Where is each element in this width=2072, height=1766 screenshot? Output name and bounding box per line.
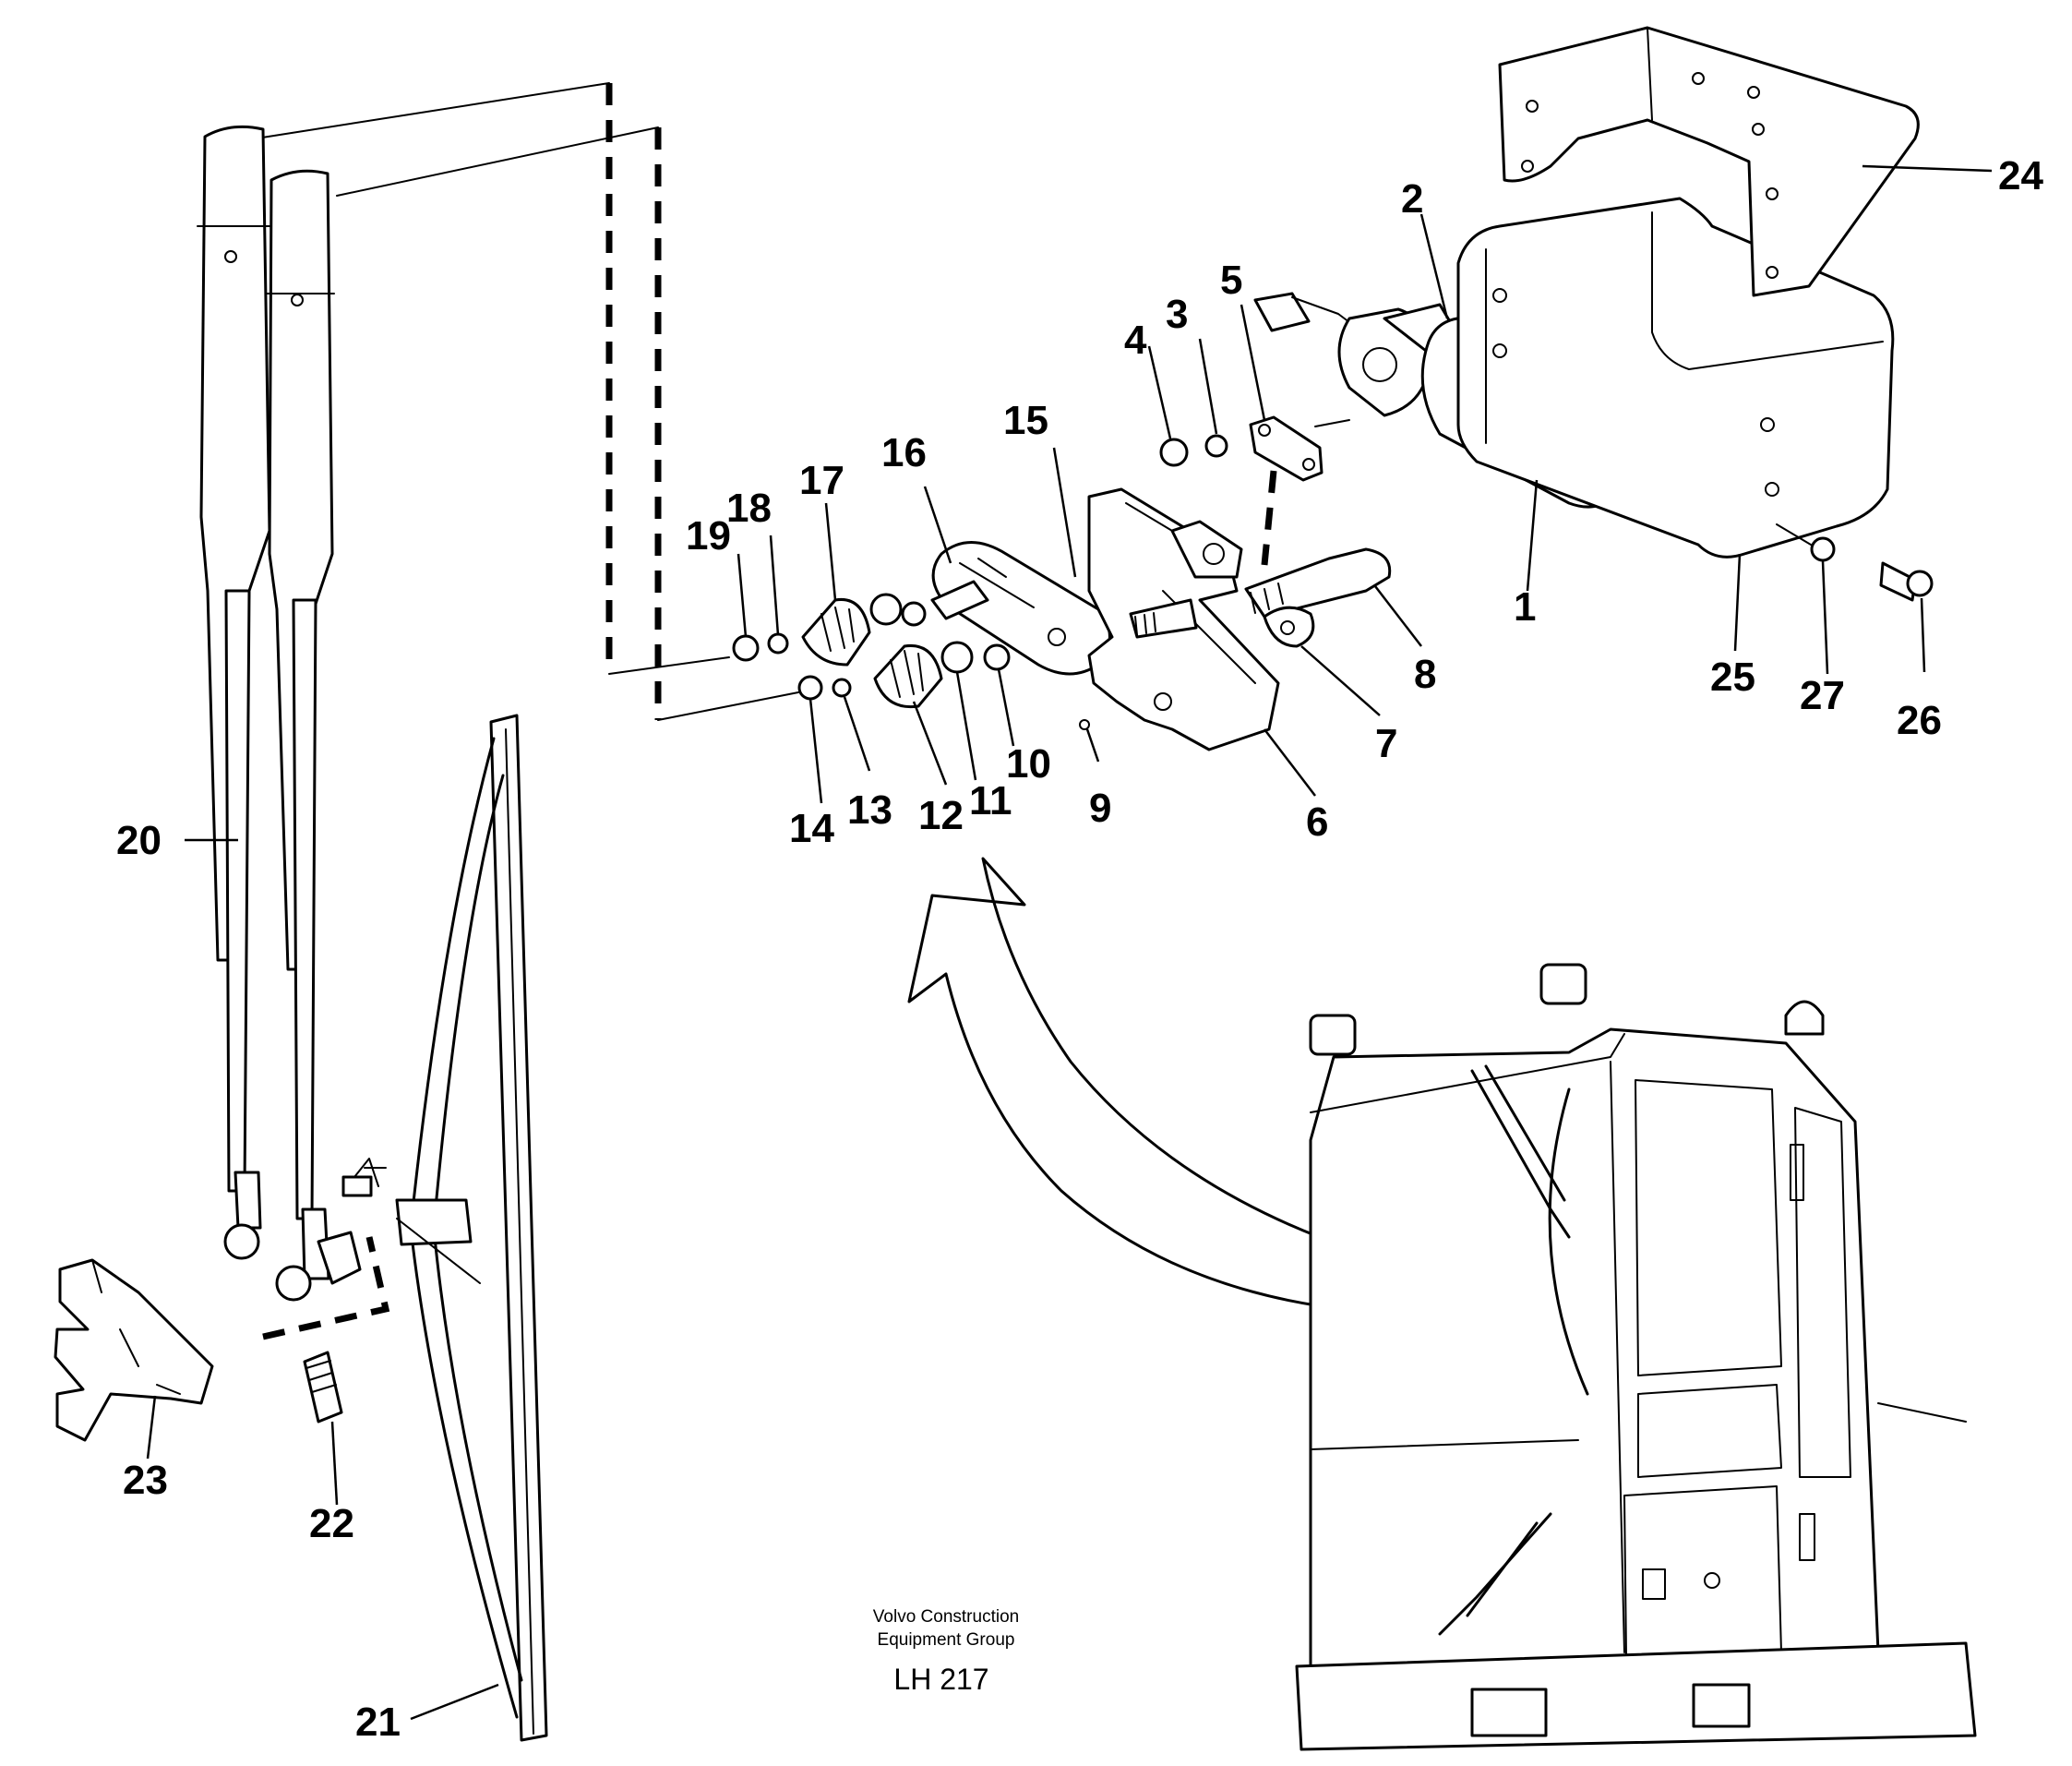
callout-1: 1	[1514, 584, 1536, 630]
callout-21: 21	[355, 1700, 401, 1745]
mounting-bracket	[1498, 26, 1920, 297]
cab-illustration	[1295, 963, 1977, 1751]
callout-24: 24	[1998, 153, 2043, 198]
figure-code: LH 217	[893, 1663, 988, 1696]
callout-23: 23	[123, 1458, 168, 1503]
callout-18: 18	[726, 486, 772, 531]
callout-6: 6	[1306, 799, 1328, 845]
callout-20: 20	[116, 818, 162, 863]
callout-labels: 1 2 3 4 5 6 7 8 9 10 11 12 13 14 15 16 1…	[116, 153, 2043, 1745]
callout-11: 11	[969, 778, 1012, 823]
cover-bolt	[1776, 523, 1934, 602]
callout-8: 8	[1414, 652, 1436, 697]
callout-27: 27	[1800, 673, 1845, 718]
wiper-arm-assembly	[197, 125, 362, 1302]
callout-leaders	[146, 164, 1993, 1721]
callout-5: 5	[1220, 258, 1242, 303]
callout-10: 10	[1006, 741, 1051, 787]
callout-22: 22	[309, 1501, 354, 1546]
callout-7: 7	[1375, 721, 1397, 766]
credit-line-2: Equipment Group	[878, 1630, 1015, 1650]
callout-13: 13	[847, 787, 892, 833]
callout-15: 15	[1003, 398, 1048, 443]
callout-26: 26	[1897, 698, 1942, 743]
callout-3: 3	[1166, 292, 1188, 337]
callout-14: 14	[789, 806, 834, 851]
assembly-dashed-lines	[244, 82, 1277, 1340]
linkage-plate	[1087, 487, 1280, 751]
screw	[303, 1351, 343, 1424]
callout-16: 16	[881, 430, 927, 475]
callout-17: 17	[799, 458, 844, 503]
clip-bracket	[54, 1258, 214, 1442]
callout-12: 12	[918, 793, 964, 838]
callout-19: 19	[686, 513, 731, 559]
crank-arm	[1159, 415, 1350, 482]
location-arrow	[907, 857, 1545, 1317]
callout-4: 4	[1124, 318, 1147, 363]
figure-credit: Volvo Construction Equipment Group LH 21…	[873, 1607, 1019, 1696]
callout-9: 9	[1089, 786, 1111, 831]
link-rod	[1244, 547, 1392, 648]
callout-2: 2	[1401, 176, 1423, 222]
wiper-blade	[341, 714, 548, 1742]
credit-line-1: Volvo Construction	[873, 1607, 1019, 1627]
callout-25: 25	[1710, 655, 1755, 700]
